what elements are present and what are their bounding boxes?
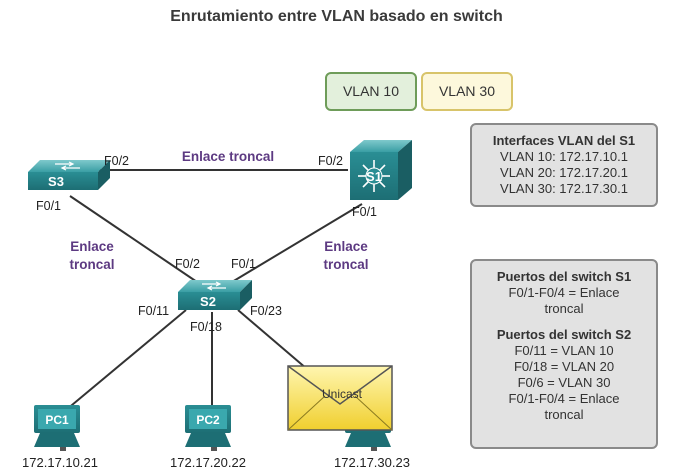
port-s2-f02: F0/2 — [175, 257, 200, 271]
switch-s2[interactable]: S2 — [178, 280, 252, 310]
legend-vlan10: VLAN 10 — [325, 72, 417, 111]
links — [65, 169, 363, 411]
s1-interfaces-box: Interfaces VLAN del S1 VLAN 10: 172.17.1… — [470, 123, 658, 207]
s1-interface-line: VLAN 20: 172.17.20.1 — [500, 165, 628, 180]
port-s3-f01: F0/1 — [36, 199, 61, 213]
port-s2-f011: F0/11 — [138, 304, 169, 318]
diagram-title: Enrutamiento entre VLAN basado en switch — [170, 8, 503, 25]
switch-s3[interactable]: S3 — [28, 160, 110, 190]
s1-interface-line: VLAN 30: 172.17.30.1 — [500, 181, 628, 196]
link-label-s3-s2-line1: Enlace — [70, 239, 114, 254]
s2-ports-line: F0/18 = VLAN 20 — [513, 359, 615, 374]
pc1-label: PC1 — [45, 413, 69, 427]
port-s1-f02: F0/2 — [318, 154, 343, 168]
link-label-s1-s2-line2: troncal — [323, 257, 368, 272]
pc1-ip: 172.17.10.21 — [22, 455, 98, 470]
switch-s3-label: S3 — [48, 174, 64, 189]
port-s2-f023: F0/23 — [250, 304, 282, 318]
s2-ports-line: F0/1-F0/4 = Enlace — [508, 391, 620, 406]
pc2-label: PC2 — [196, 413, 220, 427]
s1-ports-line: troncal — [544, 301, 584, 316]
s2-ports-line: F0/6 = VLAN 30 — [517, 375, 611, 390]
s1-ports-line: F0/1-F0/4 = Enlace — [508, 285, 620, 300]
switch-s1[interactable]: S1 — [350, 140, 412, 200]
pc2-ip: 172.17.20.22 — [170, 455, 246, 470]
link-label-s3-s1: Enlace troncal — [182, 149, 274, 164]
port-s2-f01: F0/1 — [231, 257, 256, 271]
port-s1-f01: F0/1 — [352, 205, 377, 219]
s2-ports-line: troncal — [544, 407, 584, 422]
pc3-ip: 172.17.30.23 — [334, 455, 410, 470]
s1-interface-line: VLAN 10: 172.17.10.1 — [500, 149, 628, 164]
switch-s1-label: S1 — [366, 169, 382, 184]
switch-ports-box: Puertos del switch S1 F0/1-F0/4 = Enlace… — [470, 259, 658, 449]
port-s2-f018: F0/18 — [190, 320, 222, 334]
unicast-label: Unicast — [322, 387, 363, 401]
s2-ports-heading: Puertos del switch S2 — [496, 327, 632, 342]
pc2[interactable]: PC2 — [185, 405, 231, 451]
link-label-s1-s2-line1: Enlace — [324, 239, 368, 254]
s2-ports-line: F0/11 = VLAN 10 — [514, 343, 614, 358]
s1-interfaces-heading: Interfaces VLAN del S1 — [492, 133, 636, 148]
legend-vlan30: VLAN 30 — [421, 72, 513, 111]
link-s2-pc1 — [65, 309, 187, 411]
port-s3-f02: F0/2 — [104, 154, 129, 168]
link-s3-s2 — [69, 195, 201, 285]
switch-s2-label: S2 — [200, 294, 216, 309]
pc1[interactable]: PC1 — [34, 405, 80, 451]
link-s1-s2 — [231, 203, 363, 283]
unicast-envelope-icon: Unicast — [287, 365, 393, 431]
link-label-s3-s2-line2: troncal — [69, 257, 114, 272]
s1-ports-heading: Puertos del switch S1 — [496, 269, 632, 284]
